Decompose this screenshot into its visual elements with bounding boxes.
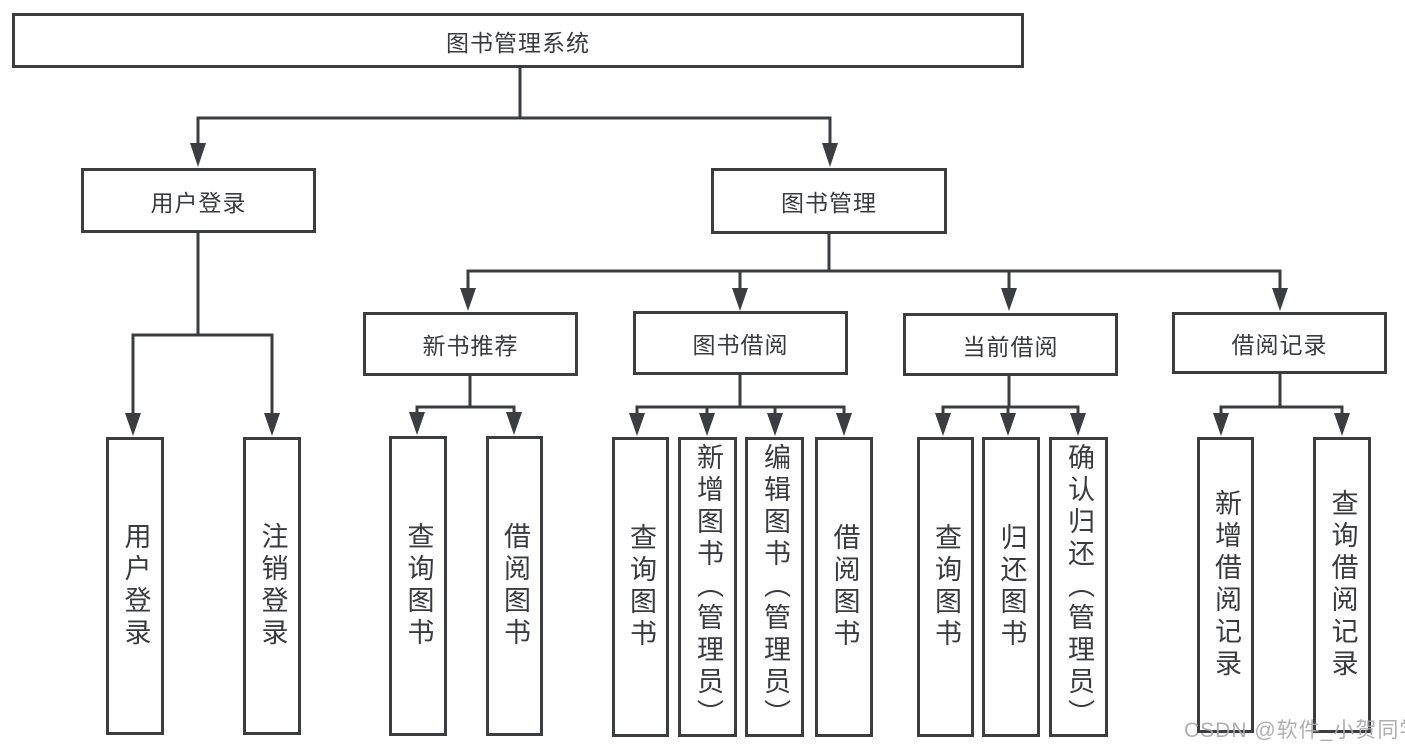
node-library-system-root: 图书管理系统: [12, 13, 1024, 68]
node-label: 编辑图书（管理员）: [760, 443, 790, 731]
leaf-query-books-borrow: 查询图书: [612, 437, 669, 737]
node-label: 归还图书: [996, 523, 1027, 651]
node-new-book-recommend: 新书推荐: [363, 312, 578, 376]
connector-new-book-recommend-children: [409, 374, 522, 435]
node-label: 借阅图书: [500, 522, 530, 650]
connector-user-login-children: [125, 231, 280, 436]
node-book-management-branch: 图书管理: [711, 168, 947, 234]
node-book-borrow: 图书借阅: [633, 311, 848, 375]
node-label: 查询借阅记录: [1327, 489, 1358, 681]
node-label: 当前借阅: [962, 333, 1059, 360]
node-label: 查询图书: [403, 522, 434, 650]
node-label: 新书推荐: [422, 333, 519, 359]
node-label: 查询图书: [626, 523, 656, 651]
leaf-add-books-admin: 新增图书（管理员）: [678, 437, 737, 737]
leaf-edit-books-admin: 编辑图书（管理员）: [745, 437, 804, 737]
leaf-query-books-current: 查询图书: [917, 437, 974, 737]
node-label: 借阅记录: [1231, 332, 1328, 358]
node-label: 图书管理: [781, 190, 877, 216]
node-label: 查询图书: [931, 523, 961, 651]
node-label: 用户登录: [120, 522, 151, 650]
node-label: 图书管理系统: [446, 29, 590, 56]
node-user-login-branch: 用户登录: [81, 168, 316, 233]
leaf-query-books-recommend: 查询图书: [389, 436, 447, 736]
node-label: 用户登录: [150, 189, 247, 216]
node-borrow-records: 借阅记录: [1172, 312, 1387, 374]
leaf-user-login: 用户登录: [106, 437, 164, 735]
node-current-borrow: 当前借阅: [903, 313, 1118, 376]
connector-current-borrow-children: [935, 374, 1086, 436]
leaf-borrow-books-recommend: 借阅图书: [486, 436, 543, 736]
node-label: 注销登录: [257, 522, 288, 650]
leaf-logout: 注销登录: [243, 437, 301, 735]
leaf-return-books: 归还图书: [982, 437, 1040, 737]
csdn-watermark: CSDN @软件_小贺同学: [1184, 719, 1405, 742]
connector-borrow-records-children: [1213, 372, 1350, 436]
node-label: 确认归还（管理员）: [1064, 443, 1094, 731]
connector-book-management-children: [460, 231, 1288, 311]
node-label: 图书借阅: [692, 332, 789, 358]
leaf-add-borrow-record: 新增借阅记录: [1197, 437, 1254, 733]
node-label: 借阅图书: [829, 523, 860, 651]
connector-book-borrow-children: [629, 373, 852, 436]
node-label: 新增图书（管理员）: [693, 443, 723, 731]
connector-root-to-level2: [190, 66, 838, 167]
leaf-confirm-return-admin: 确认归还（管理员）: [1049, 437, 1108, 737]
node-label: 新增借阅记录: [1211, 489, 1241, 681]
leaf-query-borrow-record: 查询借阅记录: [1313, 437, 1371, 733]
leaf-borrow-books: 借阅图书: [815, 437, 873, 737]
